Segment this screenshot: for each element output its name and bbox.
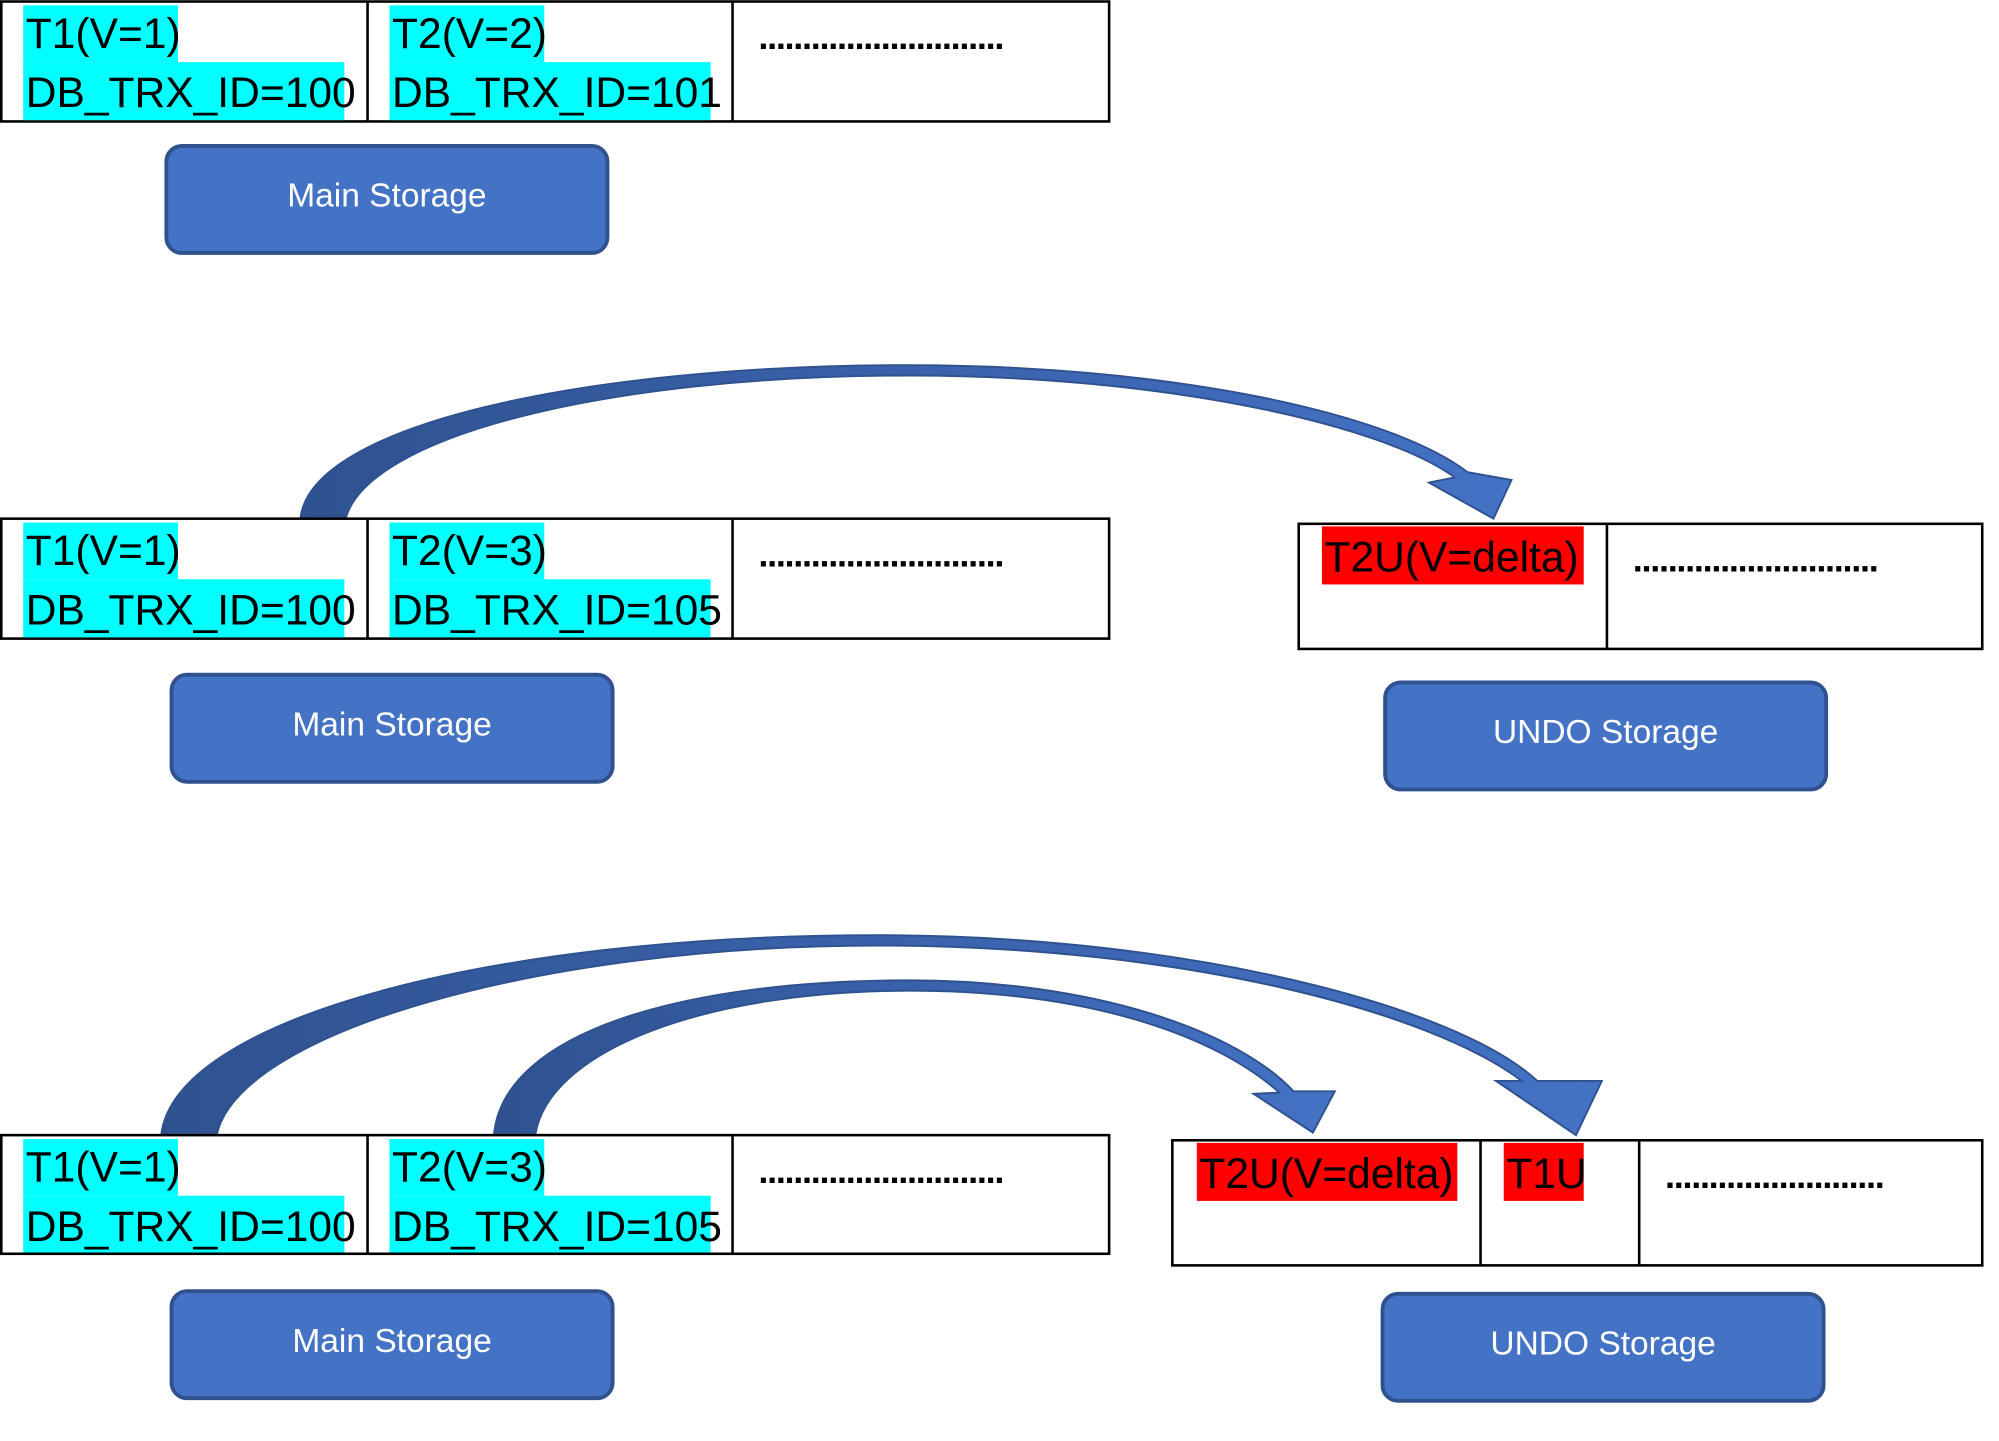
- stage-3: T1(V=1) DB_TRX_ID=100 T2(V=3) DB_TRX_ID=…: [0, 934, 1984, 1403]
- ellipsis: ............................: [758, 533, 1003, 574]
- record-t1-trx-id: DB_TRX_ID=100: [26, 69, 356, 117]
- record-t1-version: T1(V=1): [26, 10, 181, 58]
- ellipsis: .........................: [1665, 1155, 1884, 1196]
- main-storage-table: T1(V=1) DB_TRX_ID=100 T2(V=3) DB_TRX_ID=…: [0, 517, 1111, 640]
- curved-arrow-t2-to-undo: [492, 979, 1337, 1137]
- main-storage-label: Main Storage: [169, 1289, 615, 1401]
- main-storage-label: Main Storage: [164, 144, 610, 255]
- record-t2-version: T2(V=2): [392, 10, 547, 58]
- main-storage-label-text: Main Storage: [292, 706, 491, 743]
- undo-record-t1u: T1U: [1506, 1150, 1586, 1198]
- record-t1-version: T1(V=1): [26, 1144, 181, 1192]
- main-storage-label: Main Storage: [169, 672, 615, 784]
- record-t2-trx-id: DB_TRX_ID=105: [392, 1203, 722, 1251]
- undo-storage-table: T2U(V=delta) ...........................…: [1297, 522, 1984, 651]
- record-t1-version: T1(V=1): [26, 527, 181, 575]
- stage-1: T1(V=1) DB_TRX_ID=100 T2(V=2) DB_TRX_ID=…: [0, 0, 1111, 255]
- undo-storage-label: UNDO Storage: [1383, 680, 1829, 792]
- ellipsis: ............................: [758, 16, 1003, 57]
- ellipsis: ............................: [758, 1150, 1003, 1191]
- undo-storage-label-text: UNDO Storage: [1490, 1325, 1715, 1362]
- stage-2: T1(V=1) DB_TRX_ID=100 T2(V=3) DB_TRX_ID=…: [0, 364, 1984, 792]
- ellipsis: ............................: [1633, 539, 1878, 580]
- record-t1-trx-id: DB_TRX_ID=100: [26, 586, 356, 634]
- main-storage-table: T1(V=1) DB_TRX_ID=100 T2(V=2) DB_TRX_ID=…: [0, 0, 1111, 123]
- curved-arrow-t1-to-undo: [160, 934, 1604, 1137]
- record-t2-version: T2(V=3): [392, 527, 547, 575]
- record-t2-version: T2(V=3): [392, 1144, 547, 1192]
- undo-storage-table: T2U(V=delta) T1U .......................…: [1171, 1139, 1984, 1267]
- record-t1-trx-id: DB_TRX_ID=100: [26, 1203, 356, 1251]
- curved-arrow-t2-to-undo: [299, 364, 1513, 521]
- undo-record-t2u: T2U(V=delta): [1324, 534, 1578, 582]
- main-storage-table: T1(V=1) DB_TRX_ID=100 T2(V=3) DB_TRX_ID=…: [0, 1133, 1111, 1256]
- record-t2-trx-id: DB_TRX_ID=105: [392, 586, 722, 634]
- undo-storage-label-text: UNDO Storage: [1493, 714, 1718, 751]
- undo-record-t2u: T2U(V=delta): [1199, 1150, 1453, 1198]
- undo-storage-label: UNDO Storage: [1380, 1291, 1826, 1403]
- main-storage-label-text: Main Storage: [287, 178, 486, 215]
- record-t2-trx-id: DB_TRX_ID=101: [392, 69, 722, 117]
- main-storage-label-text: Main Storage: [292, 1323, 491, 1360]
